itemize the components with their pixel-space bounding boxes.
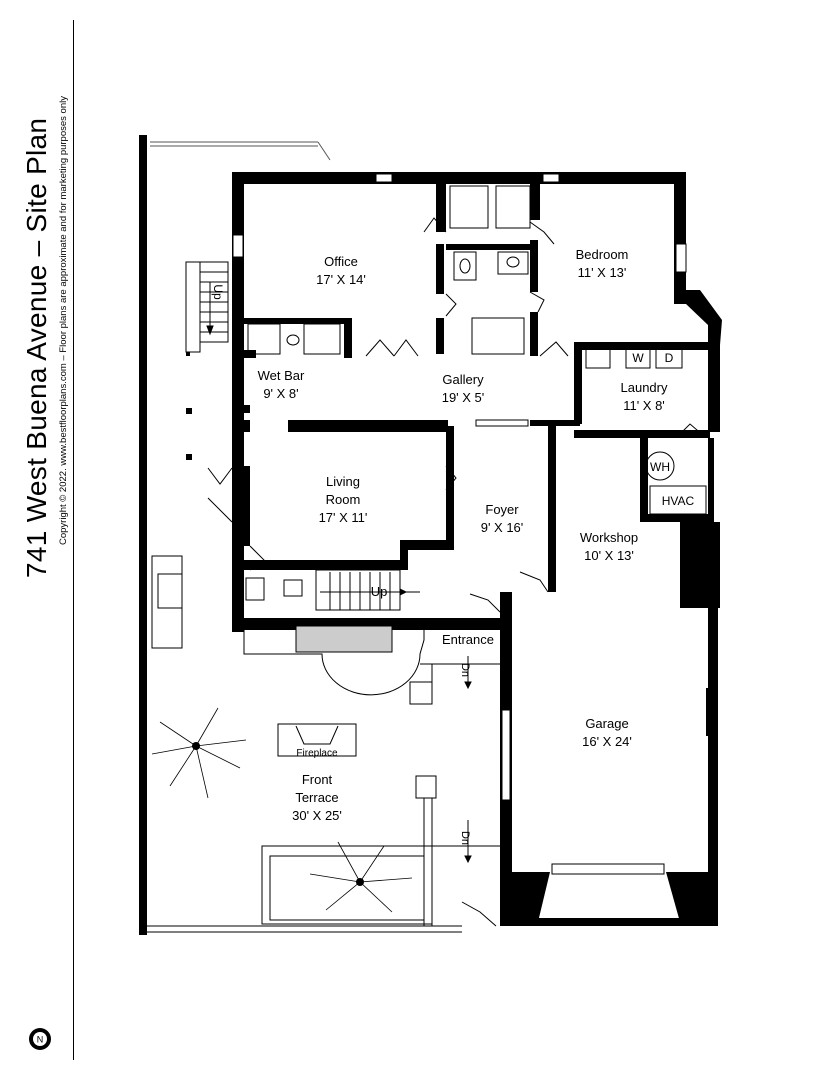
foyer-size: 9' X 16' [481,520,524,535]
terrace-name-1: Front [302,772,333,787]
tree-upper-trunk [192,742,200,750]
terrace-name-2: Terrace [295,790,338,805]
arrows [206,282,472,864]
foyer-name: Foyer [485,502,519,517]
bedroom-name: Bedroom [576,247,629,262]
living-size: 17' X 11' [319,510,368,525]
tree-lower-trunk [356,878,364,886]
house-walls [186,172,722,926]
fixtures [145,185,707,933]
entrance-dn-label: Dn [459,663,471,677]
terrace-dn-label: Dn [459,831,471,845]
trees [151,707,413,913]
gallery-name: Gallery [442,372,484,387]
office-name: Office [324,254,358,269]
railing-end [317,141,331,161]
compass-letter: N [37,1035,44,1045]
windows [232,173,687,875]
exterior-stairs-up-label: Up [211,284,225,300]
garage-size: 16' X 24' [582,734,632,749]
laundry-name: Laundry [621,380,668,395]
west-boundary-wall [139,135,147,935]
stairs [185,261,420,610]
dryer-label: D [665,351,674,365]
bedroom-size: 11' X 13' [578,265,627,280]
stairs-up-label: Up [371,584,388,599]
tree-upper [151,707,247,799]
hvac-label: HVAC [662,494,695,508]
workshop-size: 10' X 13' [584,548,634,563]
laundry-size: 11' X 8' [623,398,665,413]
wetbar-size: 9' X 8' [263,386,298,401]
fireplace-label: Fireplace [296,748,338,759]
office-size: 17' X 14' [316,272,366,287]
washer-label: W [632,351,644,365]
water-heater-label: WH [650,460,670,474]
garage-name: Garage [585,716,628,731]
terrace-size: 30' X 25' [292,808,342,823]
workshop-name: Workshop [580,530,638,545]
north-compass-icon: N [29,1028,51,1050]
title-rule [73,20,74,1060]
tree-lower [309,841,413,913]
gallery-size: 19' X 5' [442,390,485,405]
living-name-2: Room [326,492,361,507]
entrance-label: Entrance [442,632,494,647]
wetbar-name: Wet Bar [258,368,305,383]
living-name-1: Living [326,474,360,489]
doors [207,217,705,927]
